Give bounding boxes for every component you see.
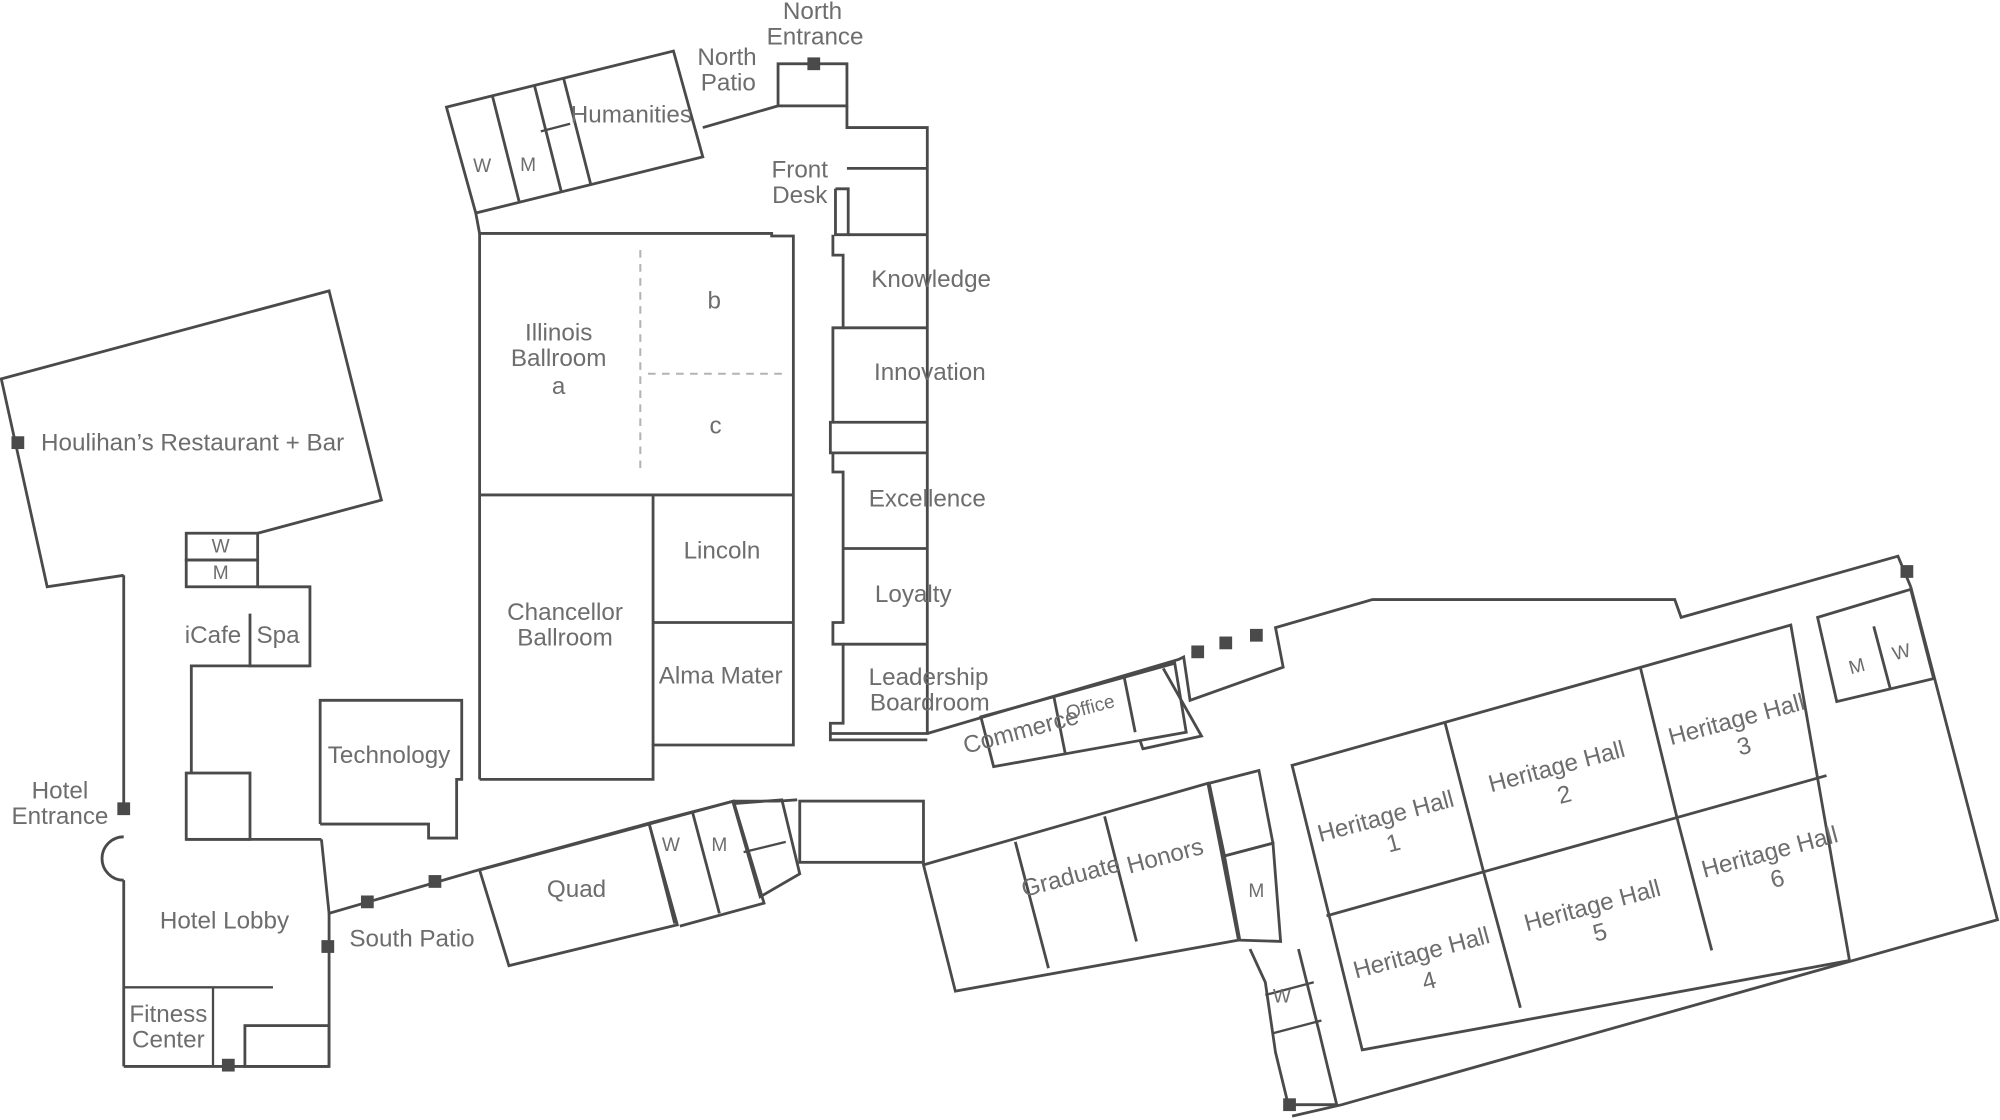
illinois-ballroom-label: Illinois — [525, 320, 592, 347]
loyalty-label: Loyalty — [875, 581, 953, 608]
chancellor-ballroom-label: Ballroom — [517, 624, 613, 651]
door-marker — [1250, 628, 1263, 642]
room-labels: North Entrance North Patio Humanities W … — [11, 0, 1913, 1053]
houlihans-restaurant[interactable] — [0, 289, 384, 809]
heritage-hall-3-number: 3 — [1734, 732, 1754, 762]
excellence-label: Excellence — [869, 485, 986, 512]
connector-east[interactable] — [926, 554, 1913, 769]
illinois-ballroom-b-label: b — [708, 288, 721, 315]
leadership-boardroom-label: Boardroom — [870, 690, 990, 717]
restroom-w-label: W — [473, 156, 491, 177]
meeting-corridor[interactable] — [828, 187, 928, 742]
fitness-center-label: Center — [132, 1026, 205, 1053]
south-patio-label: South Patio — [349, 926, 474, 953]
spa-label: Spa — [257, 622, 301, 649]
door-marker — [1283, 1098, 1296, 1112]
door-marker — [807, 57, 821, 71]
restroom-m-label: M — [213, 563, 229, 584]
innovation-label: Innovation — [874, 359, 986, 386]
door-marker — [428, 875, 442, 888]
restroom-m-label: M — [520, 155, 536, 176]
knowledge-label: Knowledge — [871, 266, 991, 293]
restroom-w-label: W — [1273, 987, 1291, 1008]
chancellor-ballroom-label: Chancellor — [507, 599, 623, 626]
hotel-entrance-label: Hotel — [32, 778, 89, 805]
north-entrance-label: Entrance — [767, 24, 864, 51]
restroom-w-label: W — [212, 536, 230, 557]
heritage-hall-6-number: 6 — [1767, 865, 1787, 895]
heritage-hall-5-number: 5 — [1590, 918, 1610, 948]
door-markers — [11, 57, 1914, 1112]
technology-label: Technology — [328, 742, 451, 769]
front-desk-label: Desk — [772, 182, 828, 209]
graduate-honors-wing[interactable] — [921, 768, 1339, 1107]
door-marker — [117, 802, 131, 816]
quad-label: Quad — [547, 876, 606, 903]
ballroom-block[interactable] — [478, 232, 795, 781]
door-marker — [11, 436, 25, 450]
technology-room[interactable] — [318, 698, 464, 840]
south-passage[interactable] — [477, 798, 925, 968]
hotel-entrance-label: Entrance — [11, 803, 108, 830]
icafe-label: iCafe — [185, 622, 242, 649]
illinois-ballroom-a-label: a — [552, 373, 566, 400]
hotel-lobby-area[interactable] — [100, 531, 479, 1068]
restroom-m-label: M — [1248, 881, 1264, 902]
door-marker — [1219, 636, 1233, 650]
door-marker — [321, 940, 335, 953]
north-entrance-label: North — [783, 0, 842, 25]
hotel-lobby-label: Hotel Lobby — [160, 908, 290, 935]
front-desk-label: Front — [771, 156, 828, 183]
heritage-hall[interactable] — [1290, 586, 2000, 1118]
honors-label: Honors — [1124, 833, 1206, 879]
illinois-ballroom-label: Ballroom — [511, 345, 607, 372]
restroom-w-label: W — [662, 835, 680, 856]
door-marker — [360, 895, 374, 909]
north-patio-label: Patio — [701, 70, 756, 97]
office-label: Office — [1064, 691, 1117, 724]
heritage-hall-4-number: 4 — [1419, 967, 1439, 997]
door-marker — [221, 1058, 235, 1072]
leadership-boardroom-label: Leadership — [869, 664, 989, 691]
houlihans-label: Houlihan’s Restaurant + Bar — [41, 429, 344, 456]
fitness-center-label: Fitness — [129, 1001, 207, 1028]
alma-mater-label: Alma Mater — [659, 663, 783, 690]
north-wing[interactable] — [444, 49, 929, 735]
door-marker — [1191, 645, 1205, 659]
lincoln-label: Lincoln — [684, 538, 761, 565]
restroom-m-label: M — [711, 835, 727, 856]
heritage-hall-2-number: 2 — [1554, 780, 1574, 810]
humanities-label: Humanities — [571, 101, 692, 128]
door-marker — [1900, 565, 1914, 578]
restroom-w-label: W — [1890, 640, 1913, 665]
illinois-ballroom-c-label: c — [710, 413, 722, 440]
north-patio-label: North — [697, 44, 756, 71]
heritage-hall-1-number: 1 — [1383, 829, 1403, 859]
graduate-label: Graduate — [1018, 851, 1123, 903]
restroom-m-label: M — [1847, 655, 1868, 679]
